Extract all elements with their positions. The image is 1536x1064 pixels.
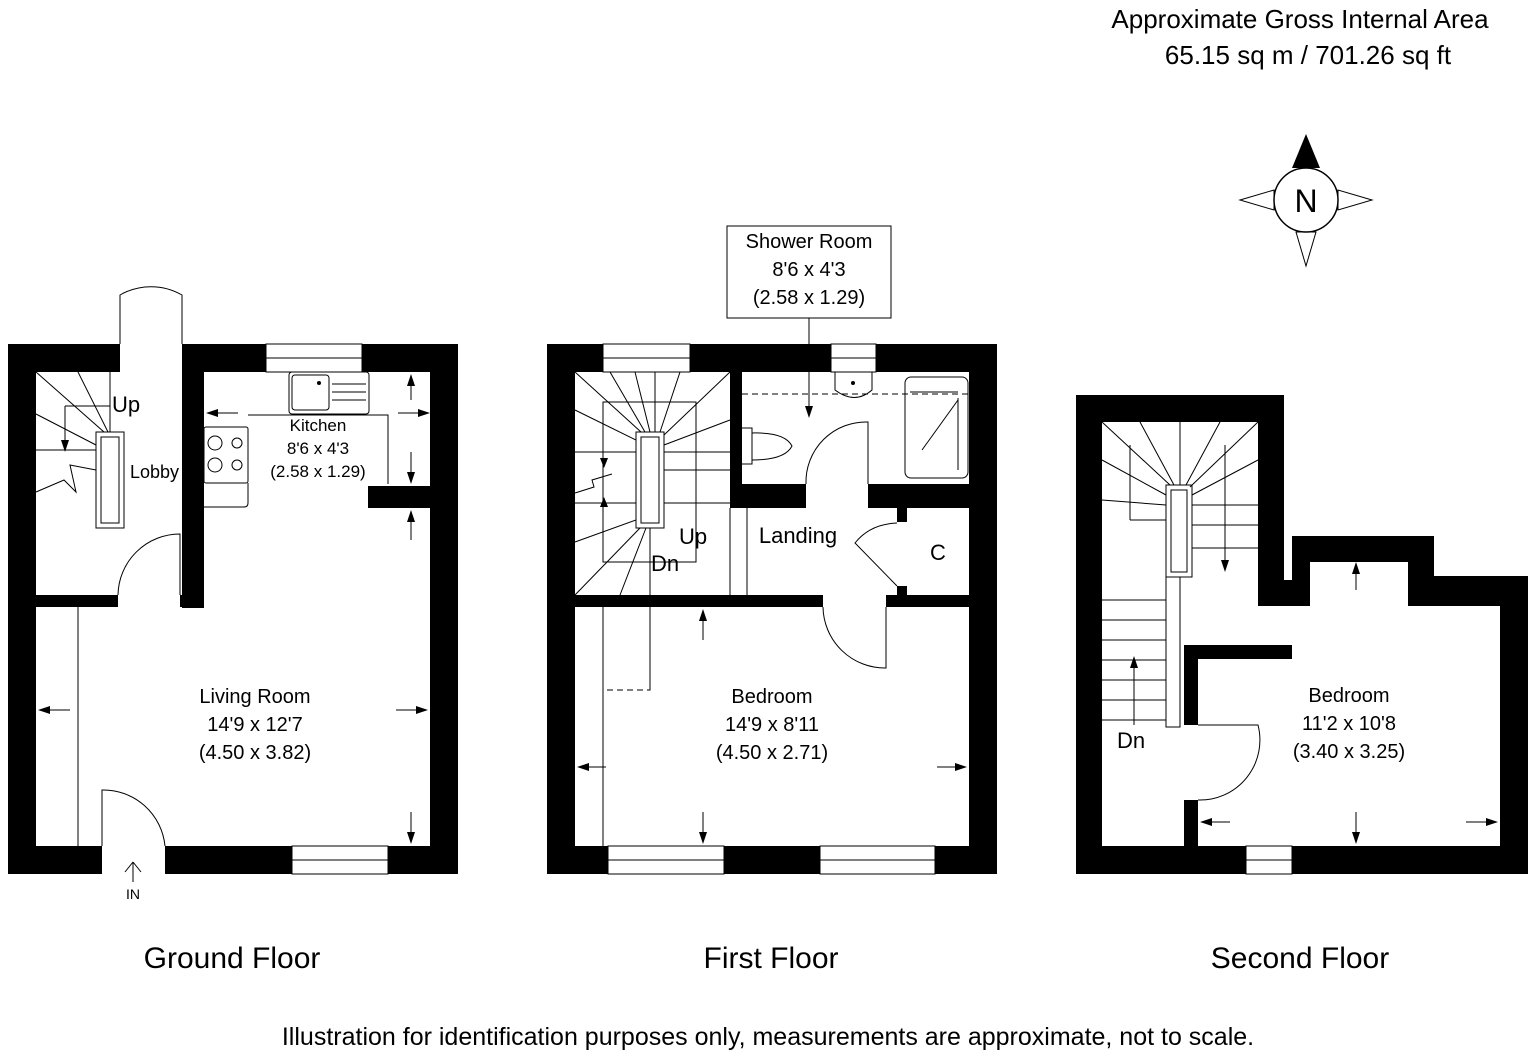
second-floor-plan: Dn Bedroom 11'2 x 10'8 (3.40 x 3.25): [1076, 395, 1528, 875]
living-room-metric: (4.50 x 3.82): [199, 742, 311, 764]
compass-north-icon: N: [1238, 134, 1374, 268]
area-title: Approximate Gross Internal Area: [1111, 4, 1489, 34]
first-floor-plan: Up Dn Shower Room 8'6 x 4'3 (2.58 x 1.29…: [547, 225, 997, 875]
living-room-name: Living Room: [199, 686, 310, 708]
toilet-icon: [751, 432, 793, 461]
shower-room-name: Shower Room: [746, 231, 873, 253]
basin-icon: [834, 372, 873, 398]
lobby-label: Lobby: [130, 462, 179, 482]
first-stairs-down-label: Dn: [651, 551, 679, 576]
second-bedroom-imperial: 11'2 x 10'8: [1302, 713, 1396, 735]
area-value: 65.15 sq m / 701.26 sq ft: [1165, 40, 1452, 70]
disclaimer: Illustration for identification purposes…: [282, 1023, 1254, 1051]
first-bedroom-metric: (4.50 x 2.71): [716, 742, 828, 764]
ground-stairs-up-label: Up: [112, 392, 140, 417]
first-floor-title: First Floor: [704, 942, 839, 975]
first-bedroom-imperial: 14'9 x 8'11: [725, 714, 819, 736]
entrance-arrow-icon: [124, 861, 142, 882]
second-floor-title: Second Floor: [1211, 942, 1389, 975]
hob-icon: [203, 426, 249, 484]
second-bedroom-name: Bedroom: [1308, 685, 1389, 707]
shower-room-metric: (2.58 x 1.29): [753, 287, 865, 309]
ground-floor-title: Ground Floor: [144, 942, 321, 975]
kitchen-metric: (2.58 x 1.29): [270, 462, 365, 481]
landing-label: Landing: [759, 523, 837, 548]
second-stairs-down-label: Dn: [1117, 728, 1145, 753]
sink-icon: [288, 371, 370, 415]
kitchen-imperial: 8'6 x 4'3: [287, 439, 349, 458]
second-bedroom-metric: (3.40 x 3.25): [1293, 741, 1405, 763]
compass-label: N: [1294, 183, 1317, 219]
first-stairs-up-label: Up: [679, 524, 707, 549]
first-bedroom-name: Bedroom: [731, 686, 812, 708]
shower-room-label-box: [726, 225, 892, 319]
cupboard-label: C: [930, 540, 946, 565]
living-room-imperial: 14'9 x 12'7: [207, 714, 303, 736]
ground-floor-plan: Up Lobby Kitchen 8'6 x 4'3 (2.58 x 1.29)…: [8, 286, 458, 902]
entrance-label: IN: [126, 886, 140, 902]
kitchen-name: Kitchen: [290, 416, 347, 435]
shower-tray-icon: [904, 376, 969, 479]
shower-room-imperial: 8'6 x 4'3: [772, 259, 845, 281]
